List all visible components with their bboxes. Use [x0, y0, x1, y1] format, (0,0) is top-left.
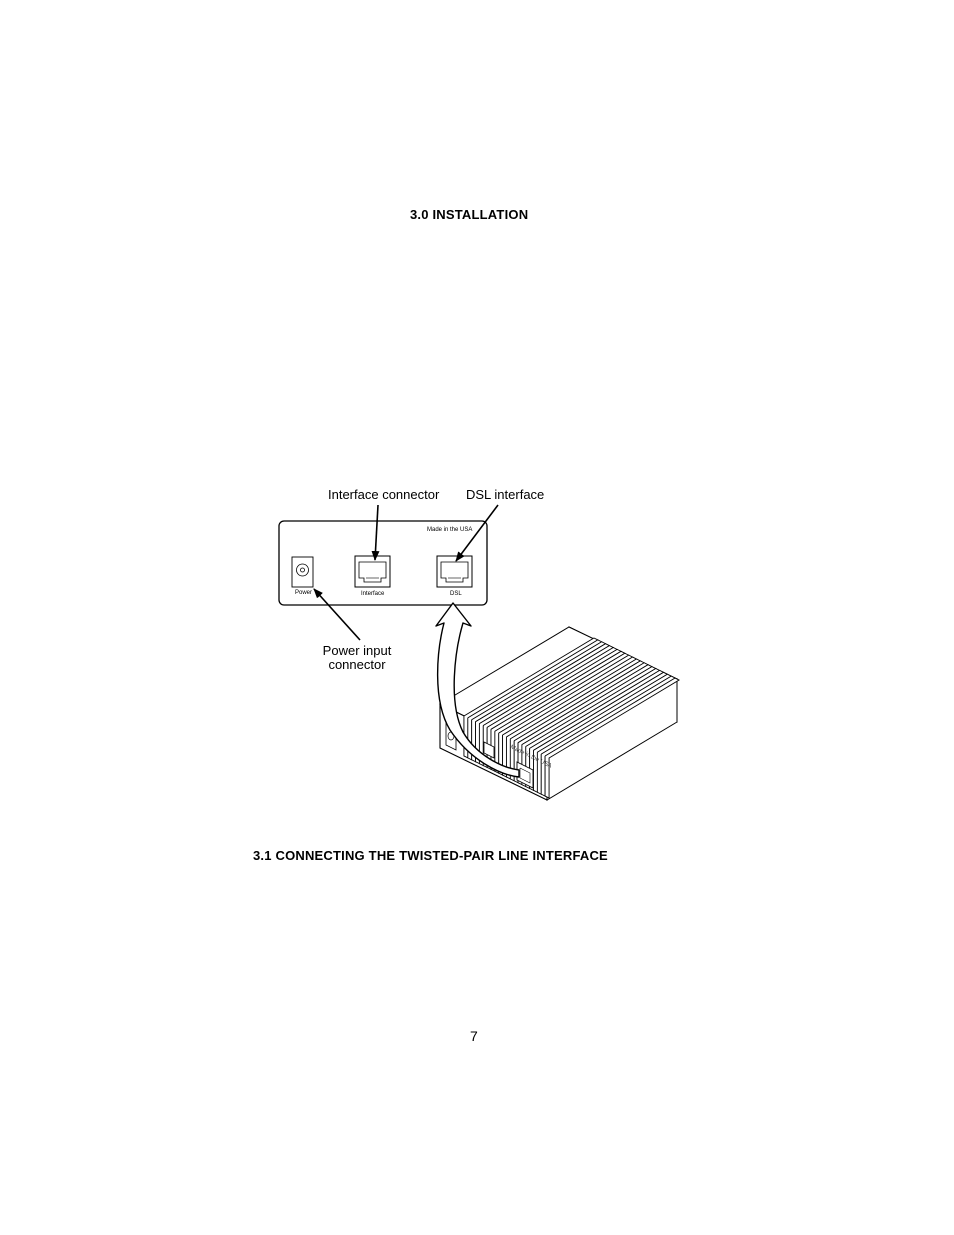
dsl-port-icon: [436, 555, 473, 588]
callout-interface-connector: Interface connector: [328, 487, 440, 502]
interface-pointer-arrow: [371, 504, 380, 561]
heatsink-fin: [544, 677, 681, 799]
interface-port-icon: [354, 555, 391, 588]
device-interface-port-icon: [483, 741, 495, 759]
panel-made-in-label: Made in the USA: [427, 527, 472, 533]
page-number: 7: [470, 1028, 478, 1044]
callout-dsl-interface: DSL interface: [466, 487, 544, 502]
port-label-interface: Interface: [361, 591, 385, 597]
port-label-dsl: DSL: [450, 591, 462, 597]
section-heading-connecting: 3.1 CONNECTING THE TWISTED-PAIR LINE INT…: [253, 848, 608, 863]
dsl-connection-arrow: [435, 602, 520, 778]
device-unit: Made in the USA: [438, 626, 681, 801]
port-label-power: Power: [295, 590, 312, 596]
dsl-pointer-arrow: [455, 504, 499, 562]
power-jack-icon: [291, 556, 314, 588]
callout-power-input-line2: connector: [328, 657, 386, 672]
section-heading-installation: 3.0 INSTALLATION: [410, 207, 529, 222]
power-pointer-arrow: [313, 588, 361, 641]
callout-power-input-line1: Power input: [323, 643, 392, 658]
rear-panel: Made in the USA Power Interface DSL: [278, 520, 488, 606]
